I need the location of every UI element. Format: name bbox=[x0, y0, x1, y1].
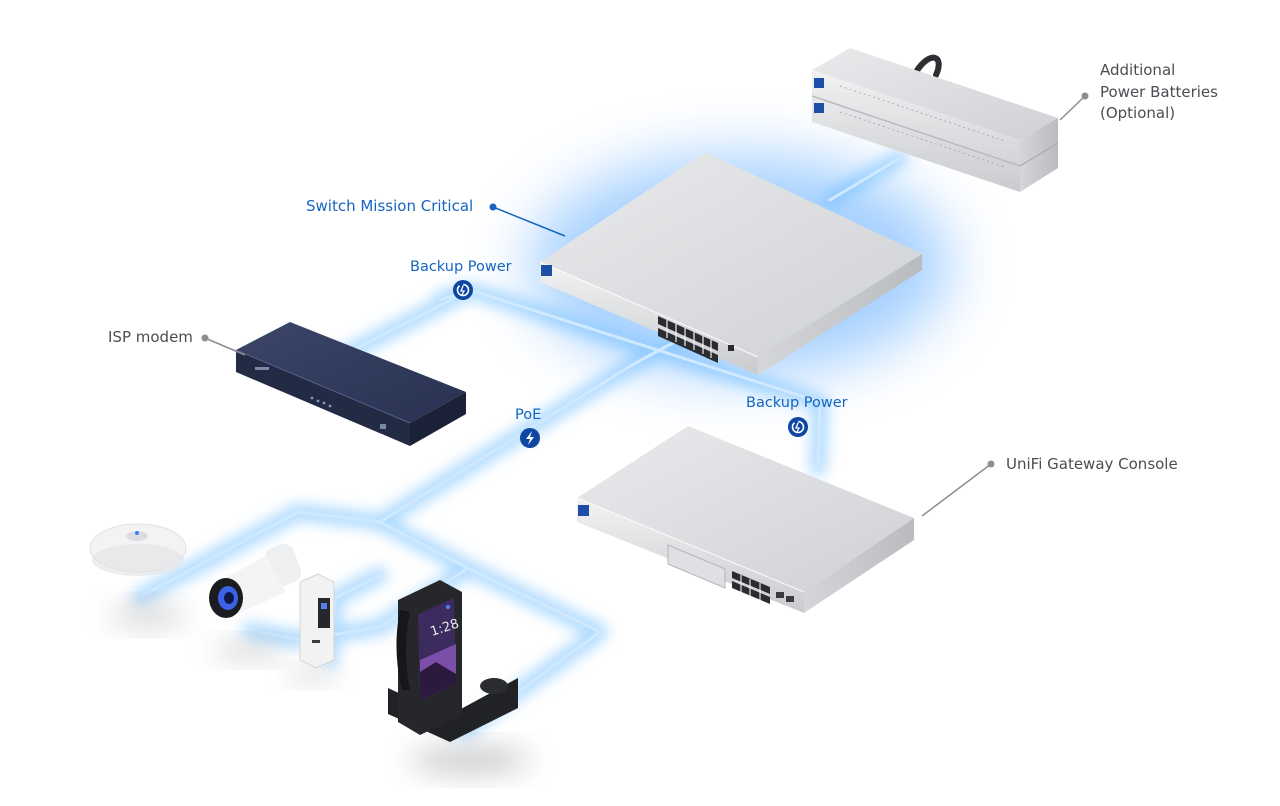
ubiquiti-logo-icon bbox=[578, 505, 589, 516]
isp-modem-device bbox=[235, 322, 466, 446]
switch-mission-critical-label: Switch Mission Critical bbox=[306, 197, 474, 215]
power-cycle-icon bbox=[795, 422, 801, 433]
gateway-console-device bbox=[576, 426, 914, 613]
isp-modem-label: ISP modem bbox=[108, 328, 193, 346]
poe-label: PoE bbox=[515, 407, 542, 423]
gateway-console-label: UniFi Gateway Console bbox=[1006, 455, 1178, 473]
lightning-bolt-icon bbox=[526, 431, 534, 445]
ip-phone-device: 1:28 bbox=[388, 580, 530, 774]
power-batteries-label: Additional Power Batteries (Optional) bbox=[1100, 60, 1218, 125]
power-batteries-device bbox=[811, 48, 1059, 192]
backup-power-badge-top bbox=[453, 280, 473, 300]
power-batteries-label-line-2: Power Batteries bbox=[1100, 82, 1218, 101]
backup-power-badge-right bbox=[788, 417, 808, 437]
access-point-device bbox=[89, 523, 187, 627]
leader-lines bbox=[201, 92, 1089, 517]
camera-device bbox=[209, 543, 302, 660]
ubiquiti-logo-icon bbox=[814, 78, 824, 88]
power-batteries-label-line-3: (Optional) bbox=[1100, 104, 1176, 122]
modem-cable bbox=[338, 288, 472, 359]
battery-cable bbox=[828, 156, 902, 202]
poe-badge bbox=[520, 428, 540, 448]
ubiquiti-logo-icon bbox=[814, 103, 824, 113]
power-cycle-icon bbox=[460, 285, 466, 296]
power-batteries-label-line-1: Additional bbox=[1100, 61, 1176, 79]
backup-power-label-right: Backup Power bbox=[746, 395, 848, 411]
camera-cable bbox=[248, 520, 470, 642]
switch-mission-critical-device bbox=[539, 152, 922, 375]
ubiquiti-logo-icon bbox=[541, 265, 552, 276]
intercom-device bbox=[288, 573, 336, 683]
backup-power-label-top: Backup Power bbox=[410, 259, 512, 275]
